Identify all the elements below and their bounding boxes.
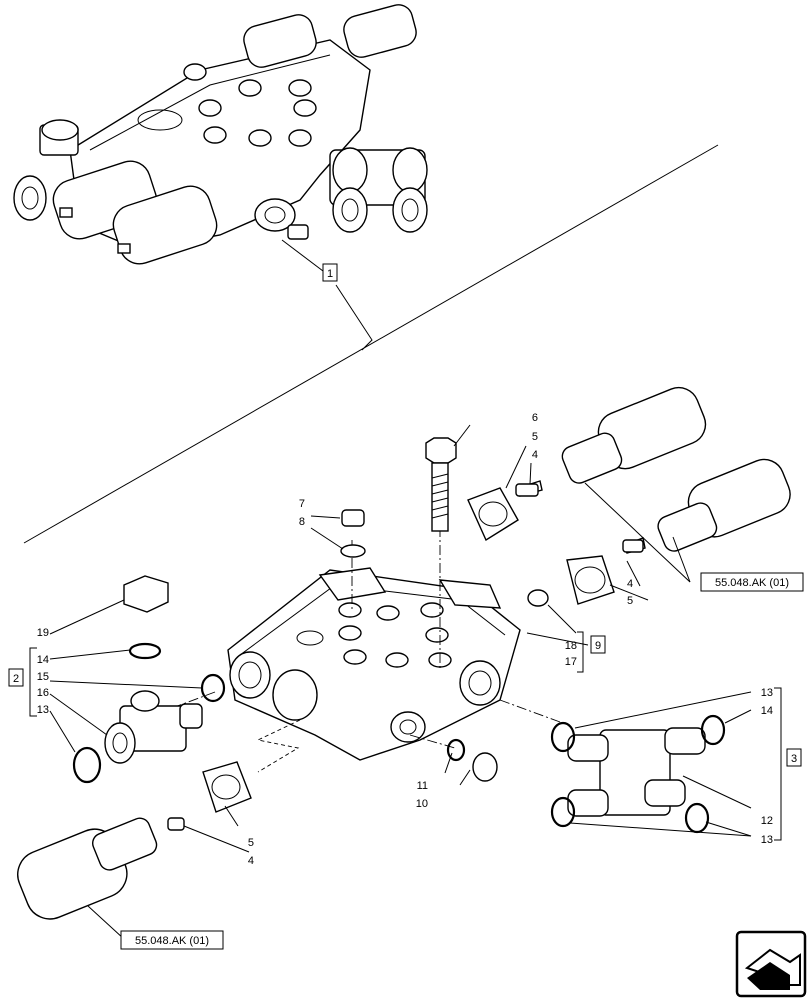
callout-4-top: 4	[532, 449, 538, 461]
callout-13-tee-top: 13	[761, 687, 773, 699]
callout-10: 10	[416, 798, 428, 810]
callout-12: 12	[761, 815, 773, 827]
o-ring-13-tee	[550, 721, 576, 753]
solenoid-cartridge-lower	[17, 817, 158, 920]
callout-18: 18	[565, 640, 577, 652]
callout-17: 17	[565, 656, 577, 668]
adapter-fitting	[104, 690, 203, 764]
callout-2: 2	[13, 673, 19, 685]
o-ring-13-right	[684, 802, 710, 834]
callout-numbers: 6 5 4 7 8 19 14 15 16 13 18 17 4 5 11 10…	[37, 412, 773, 867]
reference-box-left[interactable]: 55.048.AK (01)	[120, 930, 224, 950]
callout-8: 8	[299, 516, 305, 528]
callout-13-left: 13	[37, 704, 49, 716]
callout-9-box[interactable]: 9	[590, 635, 606, 654]
solenoid-cartridge-upper	[561, 386, 707, 484]
callout-7: 7	[299, 498, 305, 510]
o-ring-14-left	[128, 642, 162, 660]
bracket-9	[577, 631, 584, 673]
callout-11: 11	[417, 780, 428, 792]
reference-box-right[interactable]: 55.048.AK (01)	[700, 572, 804, 592]
bracket-2	[29, 647, 37, 717]
callout-14-right: 14	[761, 705, 773, 717]
plug	[527, 589, 549, 607]
callout-15: 15	[37, 671, 49, 683]
washer	[340, 544, 366, 558]
callout-16: 16	[37, 687, 49, 699]
o-ring-13-left	[72, 746, 102, 784]
valve-body	[227, 567, 521, 761]
valve-assembly-overview	[13, 4, 428, 265]
callout-3: 3	[791, 753, 797, 765]
callout-9: 9	[595, 640, 601, 652]
screw-4-right	[622, 539, 644, 553]
callout-5-right: 5	[627, 595, 633, 607]
bracket-3	[774, 687, 782, 841]
tee-fitting	[567, 727, 706, 817]
callout-3-box[interactable]: 3	[786, 748, 802, 767]
screw-4-lower	[167, 817, 185, 831]
callout-2-box[interactable]: 2	[8, 668, 24, 687]
callout-13-tee-bottom: 13	[761, 834, 773, 846]
solenoid-cartridge-middle	[657, 458, 791, 552]
callout-5-top: 5	[532, 431, 538, 443]
next-page-arrow-icon[interactable]	[735, 930, 807, 998]
callout-4-right: 4	[627, 578, 633, 590]
plug-caps	[183, 63, 317, 147]
o-ring-11	[446, 738, 466, 762]
callout-4-lower: 4	[248, 855, 254, 867]
callout-5-lower: 5	[248, 837, 254, 849]
bolt	[425, 437, 457, 532]
reference-left: 55.048.AK (01)	[135, 935, 209, 947]
o-ring-14-right	[700, 714, 726, 746]
plug-10	[472, 752, 498, 782]
callout-14-left: 14	[37, 654, 49, 666]
o-ring-13-low	[550, 796, 576, 828]
callout-1: 1	[327, 268, 333, 280]
separator-line	[23, 144, 719, 544]
gasket-lower	[202, 761, 252, 813]
callout-6: 6	[532, 412, 538, 424]
callout-19: 19	[37, 627, 49, 639]
callout-1-box[interactable]: 1	[322, 263, 338, 282]
leader-lines	[49, 424, 752, 940]
nut	[123, 575, 169, 613]
screw-4-upper	[515, 483, 539, 497]
reference-right: 55.048.AK (01)	[715, 577, 789, 589]
cap-screw	[341, 509, 365, 527]
o-ring-15	[200, 673, 226, 703]
